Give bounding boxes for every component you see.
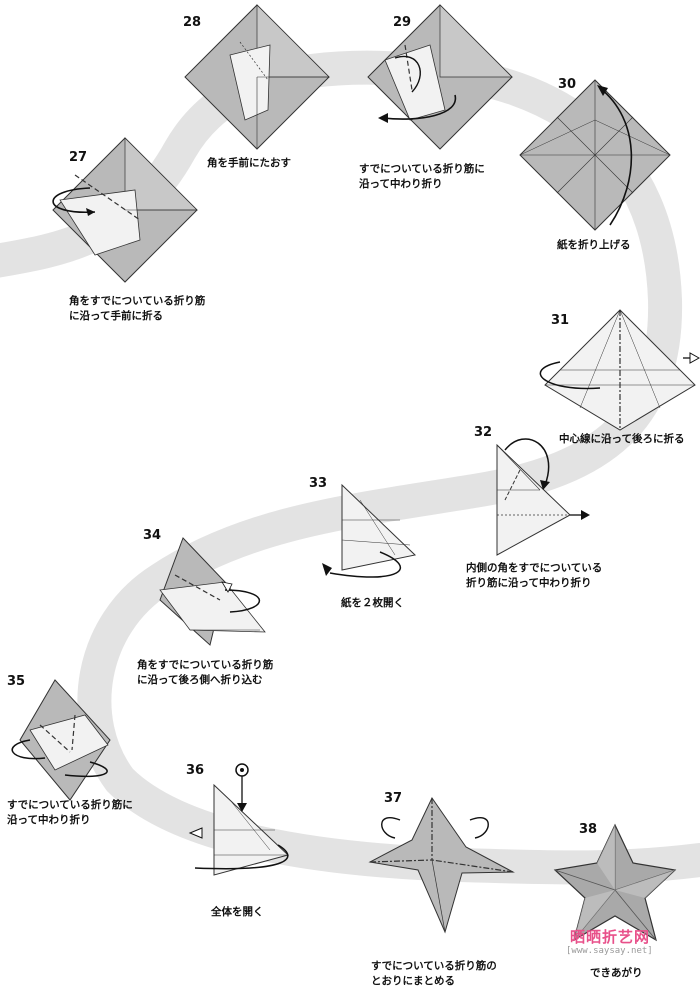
step-31-number: 31	[551, 313, 569, 328]
step-30-caption: 紙を折り上げる	[557, 238, 631, 253]
step-35-caption: すでについている折り筋に 沿って中わり折り	[7, 798, 133, 828]
step-37-caption: すでについている折り筋の とおりにまとめる	[371, 959, 497, 989]
step-32-caption: 内側の角をすでについている 折り筋に沿って中わり折り	[466, 561, 602, 591]
step-37-figure	[370, 798, 513, 932]
step-34-number: 34	[143, 528, 161, 543]
step-29-caption: すでについている折り筋に 沿って中わり折り	[359, 162, 485, 192]
step-34-caption: 角をすでについている折り筋 に沿って後ろ側へ折り込む	[137, 658, 273, 688]
step-33-caption: 紙を２枚開く	[341, 596, 404, 611]
step-30-number: 30	[558, 77, 576, 92]
step-27-number: 27	[69, 150, 87, 165]
step-27-caption: 角をすでについている折り筋 に沿って手前に折る	[69, 294, 205, 324]
step-29-number: 29	[393, 15, 411, 30]
step-29-figure	[368, 5, 512, 149]
step-37-number: 37	[384, 791, 402, 806]
step-38-number: 38	[579, 822, 597, 837]
step-28-number: 28	[183, 15, 201, 30]
step-38-caption: できあがり	[590, 966, 643, 981]
step-33-number: 33	[309, 476, 327, 491]
step-31-caption: 中心線に沿って後ろに折る	[559, 432, 684, 447]
watermark-url: [www.saysay.net]	[566, 946, 653, 956]
step-38-figure	[555, 825, 675, 940]
watermark-logo: 晒晒折艺网	[570, 926, 650, 947]
step-36-number: 36	[186, 763, 204, 778]
step-36-caption: 全体を開く	[211, 905, 264, 920]
step-35-number: 35	[7, 674, 25, 689]
step-28-caption: 角を手前にたおす	[207, 156, 291, 171]
step-32-number: 32	[474, 425, 492, 440]
